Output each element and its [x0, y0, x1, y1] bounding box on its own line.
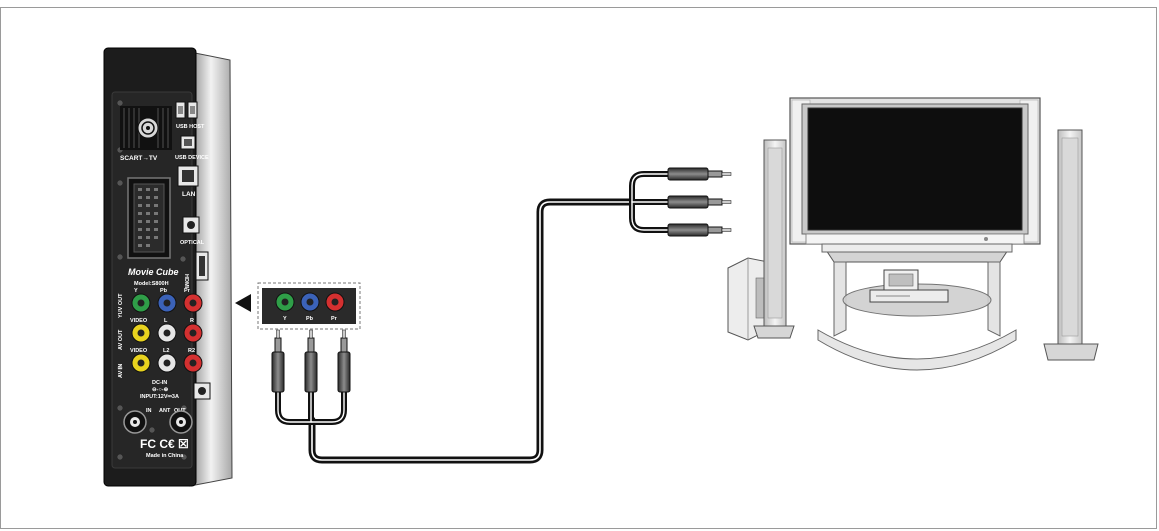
rf-in-label: IN: [146, 408, 152, 414]
av-out-label: AV OUT: [118, 329, 124, 350]
usb-host-ports: [175, 101, 198, 119]
r-label: R: [190, 318, 194, 324]
pb-label: Pb: [160, 288, 168, 294]
left-tower-speaker: [753, 139, 795, 339]
model-label: Model:S800H: [134, 281, 169, 287]
video2-label: VIDEO: [130, 348, 148, 354]
certification-marks: FC C€ ☒: [140, 437, 189, 451]
shelf-player-icon: [869, 269, 949, 303]
rca-plug-pb: [304, 329, 318, 393]
pr-label: Pr: [184, 288, 191, 294]
video-label: VIDEO: [130, 318, 148, 324]
component-cable: [275, 171, 671, 464]
inset-y-label: Y: [283, 316, 287, 322]
rca-plug-pr: [337, 329, 351, 393]
lan-port: [177, 165, 199, 187]
usb-device-port: [180, 135, 196, 150]
tv-stand-base: [817, 329, 1017, 371]
yuv-out-label: YUV OUT: [118, 293, 124, 318]
dc-in-label: DC-IN: [152, 380, 167, 386]
diagram-border: [0, 7, 1157, 529]
dc-polarity-label: ⊖-○-⊕: [152, 387, 169, 393]
av-in-label: AV IN: [118, 364, 124, 378]
rca-plugs-left: [271, 329, 351, 393]
scart-label: SCART→TV: [120, 155, 158, 162]
l-label: L: [164, 318, 168, 324]
optical-label: OPTICAL: [180, 240, 205, 246]
made-in-label: Made in China: [146, 453, 184, 459]
r2-label: R2: [188, 348, 195, 354]
usb-host-label: USB HOST: [176, 124, 205, 130]
yuv-jacks: Y Pb Pr: [131, 288, 203, 313]
ant-label: ANT: [159, 408, 171, 414]
hdmi-port: [195, 251, 209, 281]
antenna-ports: IN ANT OUT: [123, 408, 193, 434]
right-tower-speaker: [1043, 129, 1099, 361]
tv-home-theater: [727, 97, 1099, 371]
tv-screen: [807, 107, 1023, 231]
brand-logo: Movie Cube: [128, 267, 179, 277]
optical-port: [182, 216, 200, 234]
hdmi-label: HDMI: [183, 274, 189, 289]
rca-plugs-right: [667, 167, 732, 237]
rca-plug-y-tv: [667, 167, 732, 181]
av-in-jacks: VIDEO L2 R2: [130, 348, 203, 373]
usb-device-label: USB DEVICE: [175, 155, 209, 161]
y-label: Y: [134, 288, 138, 294]
inset-pb-label: Pb: [306, 316, 314, 322]
dc-in-port: [193, 382, 211, 400]
media-player: SCART→TV USB HOST USB DEVICE LAN: [103, 47, 233, 487]
lan-label: LAN: [182, 191, 196, 198]
rca-plug-y: [271, 329, 285, 393]
rca-plug-pb-tv: [667, 195, 732, 209]
ypbpr-connector-inset: Y Pb Pr: [257, 282, 361, 330]
inset-pr-label: Pr: [331, 316, 338, 322]
scart-port: [127, 177, 171, 259]
rca-plug-pr-tv: [667, 223, 732, 237]
dc-input-label: INPUT:12V⎓3A: [140, 394, 179, 400]
pointer-arrow-icon: [235, 294, 251, 312]
l2-label: L2: [163, 348, 169, 354]
av-out-jacks: VIDEO L R: [130, 318, 203, 343]
fan-vent: [120, 106, 172, 150]
